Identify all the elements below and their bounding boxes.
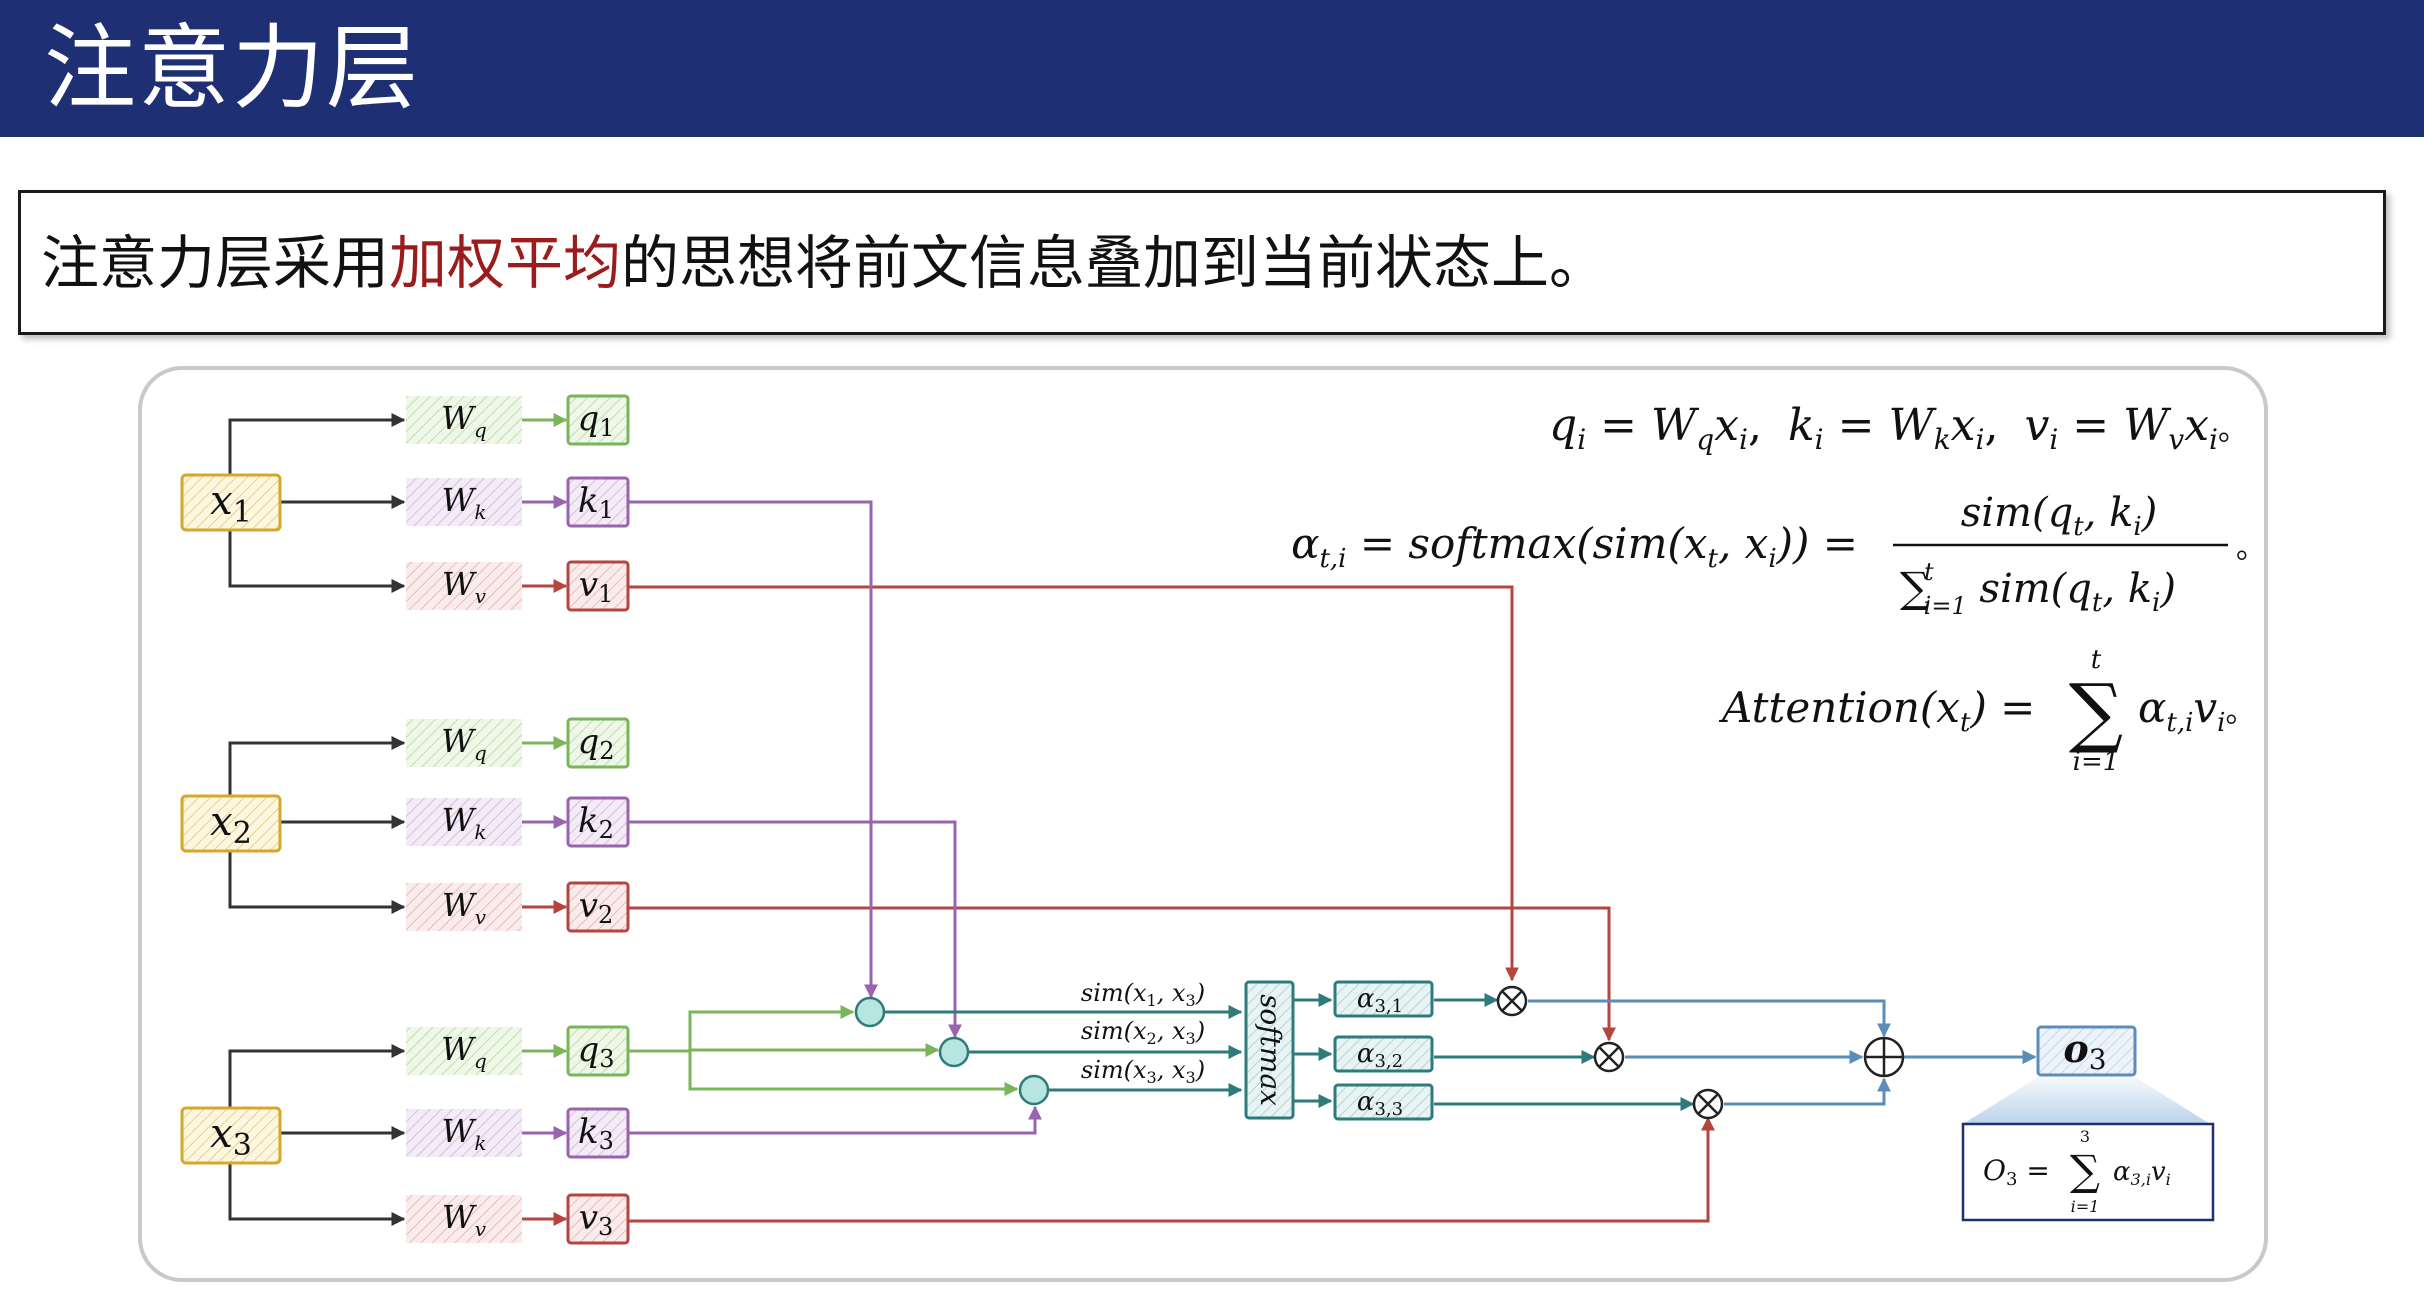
sim-node-1: [854, 996, 886, 1028]
output-callout-fan: [1963, 1077, 2210, 1124]
k2-label: k2: [578, 801, 614, 844]
wk3-box: [406, 1109, 522, 1157]
output-formula-box: [1961, 1122, 2215, 1222]
equation-attention-lhs: Attention(xt) =: [1718, 683, 2035, 738]
summary-text: 注意力层采用加权平均的思想将前文信息叠加到当前状态上。: [41, 225, 1607, 301]
query-lines: [628, 1005, 1019, 1096]
q3-label: q3: [577, 1030, 614, 1073]
wk2-label: Wk: [441, 801, 486, 844]
k1-label: k1: [578, 481, 614, 524]
multiply-icon: [1593, 1041, 1625, 1073]
q2-label: q2: [577, 722, 614, 765]
q2-box: [566, 717, 630, 769]
output-formula-term: α3,ivi: [2113, 1157, 2171, 1189]
output-formula-sum: ∑: [2070, 1146, 2100, 1195]
sim-label-2: sim(x2, x3): [1081, 1017, 1205, 1048]
k3-box: [566, 1107, 630, 1159]
summary-text-after: 的思想将前文信息叠加到当前状态上。: [621, 229, 1608, 297]
summary-text-highlight: 加权平均: [389, 229, 622, 297]
input-x3-box: [180, 1106, 282, 1165]
multiply-icon: [1692, 1088, 1724, 1120]
input-branch-lines: [228, 413, 406, 1226]
wq3-box: [406, 1027, 522, 1075]
wk1-box: [406, 478, 522, 526]
equation-alpha-numerator: sim(qt, ki): [1961, 490, 2158, 542]
sim-node-3: [1018, 1074, 1050, 1106]
equation-qkv: qi = Wqxi,ki = Wkxi,vi = Wvxi。: [1549, 400, 2248, 456]
output-box: [2036, 1025, 2137, 1077]
q1-label: q1: [577, 399, 614, 442]
alpha-box-3: [1333, 1083, 1434, 1121]
v1-box: [566, 560, 630, 612]
input-x2-label: x2: [210, 799, 252, 851]
v2-label: v2: [579, 886, 614, 929]
alpha-label-2: α3,2: [1357, 1039, 1403, 1072]
k2-box: [566, 796, 630, 848]
input-group-2: x2 Wq Wk Wv q2 k2 v2: [180, 717, 630, 933]
alpha-box-1: [1333, 980, 1434, 1018]
output-formula-lhs: O3 =: [1983, 1154, 2050, 1190]
input-x1-label: x1: [210, 478, 252, 530]
wv1-box: [406, 562, 522, 610]
sim-label-3: sim(x3, x3): [1081, 1056, 1205, 1087]
input-x2-box: [180, 794, 282, 853]
wv3-label: Wv: [442, 1198, 487, 1241]
equation-alpha-end: 。: [2236, 531, 2266, 566]
input-group-3: x3 Wq Wk Wv q3 k3 v3: [180, 1025, 630, 1245]
wv2-box: [406, 883, 522, 931]
key-lines: [628, 500, 1042, 1135]
output-formula-lower: i=1: [2071, 1197, 2100, 1216]
equation-attention-upper: t: [2091, 645, 2102, 675]
wq1-box: [406, 396, 522, 444]
equation-attention-lower: i=1: [2073, 747, 2120, 777]
alpha-box-2: [1333, 1035, 1434, 1073]
v2-box: [566, 881, 630, 933]
alpha-label-1: α3,1: [1357, 984, 1403, 1017]
softmax-label: softmax: [1254, 994, 1287, 1106]
wk1-label: Wk: [441, 481, 486, 524]
wq3-label: Wq: [441, 1030, 487, 1073]
k3-label: k3: [578, 1112, 614, 1155]
sim-label-1: sim(x1, x3): [1081, 979, 1205, 1010]
wk3-label: Wk: [441, 1112, 486, 1155]
wk2-box: [406, 798, 522, 846]
header-bar: 注意力层: [0, 0, 2424, 137]
sim-lines: [882, 993, 1695, 1111]
wv3-box: [406, 1195, 522, 1243]
alpha-label-3: α3,3: [1357, 1087, 1403, 1120]
multiply-icon: [1496, 985, 1528, 1017]
wv1-label: Wv: [442, 565, 487, 608]
softmax-box: [1244, 980, 1295, 1120]
wq2-label: Wq: [441, 722, 487, 765]
wq1-label: Wq: [441, 399, 487, 442]
wq2-box: [406, 719, 522, 767]
equation-alpha-lhs: αt,i = softmax(sim(xt, xi)) =: [1291, 519, 1858, 574]
summary-text-before: 注意力层采用: [41, 229, 390, 297]
q1-box: [566, 394, 630, 446]
v3-box: [566, 1193, 630, 1245]
output-label: o3: [2063, 1026, 2106, 1076]
q3-box: [566, 1025, 630, 1077]
equation-attention-term: αt,ivi。: [2138, 683, 2255, 738]
equation-attention-sum: ∑: [2069, 667, 2123, 756]
page-title: 注意力层: [44, 15, 421, 122]
sim-node-2: [938, 1036, 970, 1068]
v1-label: v1: [579, 565, 614, 608]
weight-arrows: [522, 413, 568, 1226]
v3-label: v3: [579, 1198, 614, 1241]
input-group-1: x1 Wq Wk Wv q1 k1 v1: [180, 394, 630, 612]
k1-box: [566, 476, 630, 528]
sum-icon: [1863, 1036, 1905, 1078]
summary-banner: 注意力层采用加权平均的思想将前文信息叠加到当前状态上。: [18, 190, 2386, 335]
wv2-label: Wv: [442, 886, 487, 929]
input-x1-box: [180, 473, 282, 532]
input-x3-label: x3: [210, 1111, 252, 1163]
output-formula-upper: 3: [2080, 1127, 2090, 1146]
